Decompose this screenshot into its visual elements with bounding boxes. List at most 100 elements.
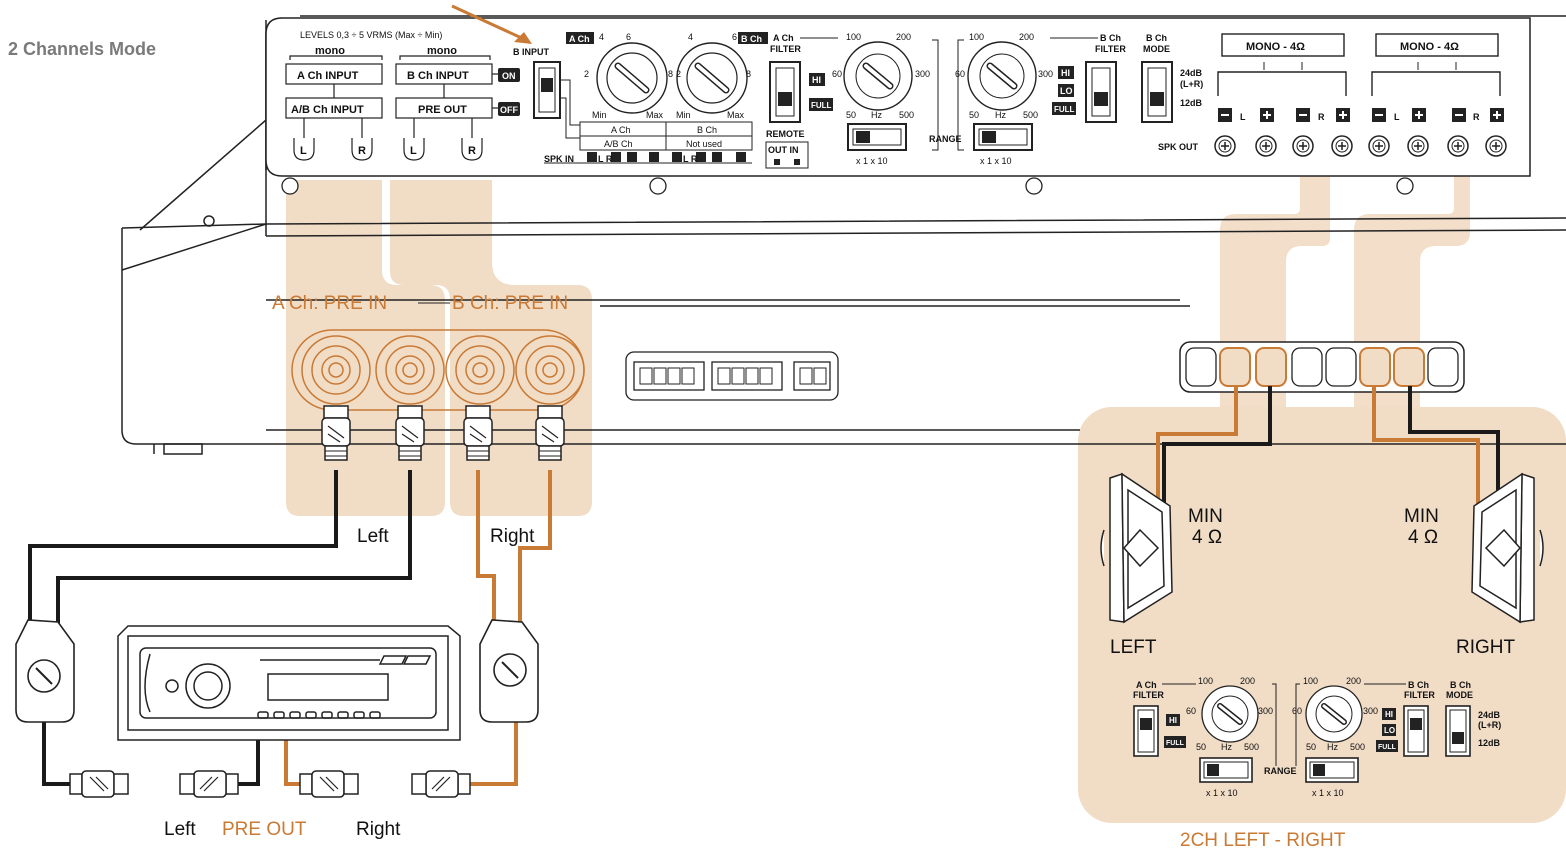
x1x10-b: x 1 x 10 bbox=[980, 156, 1012, 166]
inset-hz2-60: 60 bbox=[1292, 706, 1302, 716]
ohm-label-left: 4 Ω bbox=[1192, 527, 1222, 548]
b-ch-badge: B Ch bbox=[741, 34, 762, 44]
jack-l-b: L bbox=[410, 145, 417, 157]
inset-b-ch-mode-2: MODE bbox=[1446, 690, 1473, 700]
b-ch-filter-l1: B Ch bbox=[1100, 33, 1121, 43]
b-ch-input-label: B Ch INPUT bbox=[407, 70, 469, 82]
inset-hz1-60: 60 bbox=[1186, 706, 1196, 716]
hz2-60: 60 bbox=[955, 69, 965, 79]
out-l-2: L bbox=[1394, 112, 1400, 122]
inset-hz1-hz: Hz bbox=[1221, 742, 1232, 752]
mono-a-label: mono bbox=[315, 45, 345, 57]
left-wire-label: Left bbox=[357, 526, 389, 547]
a-ch-filter-l1: A Ch bbox=[773, 33, 794, 43]
rca-inputs bbox=[291, 329, 585, 411]
pre-out-caption: PRE OUT bbox=[222, 819, 307, 840]
inset-hi: HI bbox=[1169, 716, 1177, 725]
inset-full-b: FULL bbox=[1378, 744, 1397, 751]
knob-a-tick-6: 6 bbox=[626, 32, 631, 42]
inset-hz2-500: 500 bbox=[1350, 742, 1365, 752]
inset-hz2-200: 200 bbox=[1346, 676, 1361, 686]
inset-hz1-500: 500 bbox=[1244, 742, 1259, 752]
bottom-right-label: Right bbox=[356, 819, 401, 840]
full-badge-b: FULL bbox=[1054, 105, 1075, 114]
inset-hz2-100: 100 bbox=[1303, 676, 1318, 686]
b-input-label: B INPUT bbox=[513, 47, 550, 57]
speaker-left-label: LEFT bbox=[1110, 637, 1157, 658]
inset-b-ch-mode-1: B Ch bbox=[1450, 680, 1471, 690]
inset-range: RANGE bbox=[1264, 766, 1297, 776]
gain-knobs: A Ch B Ch 4 6 2 8 4 6 2 8 Min Max Min Ma… bbox=[544, 32, 768, 164]
rca-plugs-headunit bbox=[69, 770, 471, 798]
hz1-100: 100 bbox=[846, 32, 861, 42]
knob-b-tick-8: 8 bbox=[746, 69, 751, 79]
speaker-right-label: RIGHT bbox=[1456, 637, 1516, 658]
inset-hz1-50: 50 bbox=[1196, 742, 1206, 752]
spk-a-ch: A Ch bbox=[611, 125, 631, 135]
inset-l-plus-r: (L+R) bbox=[1478, 720, 1501, 730]
a-ch-badge: A Ch bbox=[569, 34, 590, 44]
inset-x1x10-b: x 1 x 10 bbox=[1312, 788, 1344, 798]
b-ch-pre-in-label: B Ch: PRE IN bbox=[452, 293, 568, 314]
head-unit bbox=[117, 625, 461, 741]
b-ch-mode-l1: B Ch bbox=[1146, 33, 1167, 43]
page-title: 2 Channels Mode bbox=[8, 39, 156, 59]
hz2-200: 200 bbox=[1019, 32, 1034, 42]
spk-in-terminals-b bbox=[672, 152, 746, 162]
x1x10-a: x 1 x 10 bbox=[856, 156, 888, 166]
remote-out-in: OUT IN bbox=[768, 145, 799, 155]
hz1-hz: Hz bbox=[871, 110, 882, 120]
mono-b-label: mono bbox=[427, 45, 457, 57]
mode-caption: 2CH LEFT - RIGHT bbox=[1180, 830, 1346, 851]
inset-full: FULL bbox=[1166, 740, 1185, 747]
bottom-left-label: Left bbox=[164, 819, 196, 840]
mode-24db: 24dB bbox=[1180, 68, 1203, 78]
b-input-switch[interactable]: B INPUT bbox=[513, 47, 580, 139]
mode-l-plus-r: (L+R) bbox=[1180, 79, 1203, 89]
range-label: RANGE bbox=[929, 134, 962, 144]
remote-label: REMOTE bbox=[766, 129, 805, 139]
ab-ch-input-label: A/B Ch INPUT bbox=[291, 104, 364, 116]
spk-b-ch: B Ch bbox=[697, 125, 717, 135]
spk-in-terminals-a bbox=[587, 152, 659, 162]
inset-lo: LO bbox=[1384, 726, 1395, 735]
knob-a-max: Max bbox=[646, 110, 664, 120]
inset-hz2-50: 50 bbox=[1306, 742, 1316, 752]
hz1-200: 200 bbox=[896, 32, 911, 42]
mono-4ohm-1: MONO - 4Ω bbox=[1246, 41, 1305, 53]
out-r-1: R bbox=[1318, 112, 1325, 122]
hz1-300: 300 bbox=[915, 69, 930, 79]
b-ch-mode-l2: MODE bbox=[1143, 44, 1170, 54]
right-wire-label: Right bbox=[490, 526, 535, 547]
ohm-label-right: 4 Ω bbox=[1408, 527, 1438, 548]
inset-12db: 12dB bbox=[1478, 738, 1501, 748]
hz2-300: 300 bbox=[1038, 69, 1053, 79]
inset-x1x10-a: x 1 x 10 bbox=[1206, 788, 1238, 798]
spk-in-a-lr: L R bbox=[598, 154, 613, 164]
min-label-left: MIN bbox=[1188, 506, 1223, 527]
pre-out-label: PRE OUT bbox=[418, 104, 467, 116]
mode-12db: 12dB bbox=[1180, 98, 1203, 108]
speaker-left-icon bbox=[1100, 472, 1173, 624]
knob-b-min: Min bbox=[676, 110, 691, 120]
inset-hz1-100: 100 bbox=[1198, 676, 1213, 686]
a-ch-pre-in-label: A Ch: PRE IN bbox=[272, 293, 387, 314]
b-ch-filter-l2: FILTER bbox=[1095, 44, 1126, 54]
knob-a-tick-2: 2 bbox=[584, 69, 589, 79]
levels-label: LEVELS 0,3 ÷ 5 VRMS (Max ÷ Min) bbox=[300, 30, 442, 40]
knob-b-tick-4: 4 bbox=[688, 32, 693, 42]
inset-b-ch: B Ch bbox=[1408, 680, 1429, 690]
knob-a-tick-4: 4 bbox=[599, 32, 604, 42]
b-input-arrow bbox=[451, 4, 527, 42]
spk-ab-ch: A/B Ch bbox=[604, 139, 633, 149]
out-r-2: R bbox=[1473, 112, 1480, 122]
hz1-60: 60 bbox=[832, 69, 842, 79]
full-badge: FULL bbox=[811, 101, 832, 110]
knob-b-tick-6: 6 bbox=[732, 32, 737, 42]
knob-a-tick-8: 8 bbox=[668, 69, 673, 79]
hi-badge-b: HI bbox=[1061, 68, 1070, 78]
inset-filter-panel: A Ch FILTER HI FULL 100 200 60 300 50 Hz… bbox=[1133, 676, 1501, 798]
speaker-right-icon bbox=[1471, 472, 1544, 624]
spk-in-label: SPK IN bbox=[544, 154, 574, 164]
